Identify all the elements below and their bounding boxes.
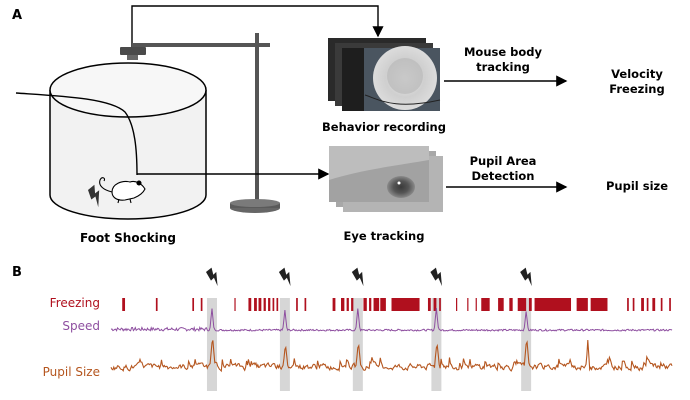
freezing-epoch: [122, 298, 126, 311]
freezing-epoch: [534, 298, 572, 311]
freezing-epoch: [192, 298, 195, 311]
freezing-epoch: [456, 298, 458, 311]
freezing-epoch: [254, 298, 257, 311]
freezing-epoch: [632, 298, 635, 311]
freezing-epoch: [509, 298, 513, 311]
setup-caption: Foot Shocking: [80, 231, 176, 245]
freezing-raster: [122, 298, 671, 311]
shock-band: [279, 298, 290, 391]
freezing-epoch: [363, 298, 367, 311]
freezing-epoch: [590, 298, 608, 311]
freezing-epoch: [433, 298, 437, 311]
body-tracking-label-1: Mouse body: [464, 45, 543, 59]
freezing-epoch: [272, 298, 275, 311]
freezing-epoch: [373, 298, 380, 311]
camera-cable-arrow: [131, 5, 384, 47]
freezing-epoch: [263, 298, 266, 311]
freezing-epoch: [258, 298, 262, 311]
freezing-epoch: [652, 298, 656, 311]
freezing-epoch: [332, 298, 336, 311]
output-velocity: Velocity: [611, 67, 663, 81]
freezing-epoch: [646, 298, 649, 311]
freezing-epoch: [439, 298, 441, 311]
lightning-bolt-icon: [430, 267, 442, 287]
fiber-cable: [15, 92, 138, 176]
freezing-epoch: [346, 298, 349, 311]
freezing-epoch: [576, 298, 588, 311]
freezing-epoch: [369, 298, 372, 311]
shock-icon: [88, 184, 100, 208]
freezing-epoch: [234, 298, 236, 311]
freezing-epoch: [660, 298, 663, 311]
freezing-epoch: [467, 298, 469, 311]
lightning-bolt-icon: [205, 267, 218, 287]
lightning-bolt-icon: [278, 267, 291, 287]
shock-bands: [206, 298, 532, 391]
freezing-epoch: [200, 298, 203, 311]
output-pupil-size: Pupil size: [606, 179, 668, 193]
arena-cylinder: [49, 62, 207, 220]
panel-a-label: A: [12, 8, 22, 23]
speed-label: Speed: [62, 319, 100, 333]
pupil-detection-label-1: Pupil Area: [470, 154, 537, 168]
freezing-epoch: [481, 298, 490, 311]
freezing-epoch: [475, 298, 477, 311]
camera-stand: [132, 33, 280, 213]
freezing-epoch: [641, 298, 644, 311]
behavior-caption: Behavior recording: [322, 120, 446, 134]
freezing-epoch: [528, 298, 532, 311]
eye-video-frames: [329, 146, 443, 212]
freezing-epoch: [427, 298, 431, 311]
behavior-video-frames: [328, 38, 441, 111]
pupil-size-trace: [110, 339, 673, 373]
freezing-epoch: [248, 298, 252, 311]
freezing-epoch: [391, 298, 420, 311]
freezing-epoch: [276, 298, 279, 311]
speed-trace: [110, 307, 673, 333]
freezing-epoch: [669, 298, 671, 311]
freezing-epoch: [498, 298, 504, 311]
shock-band: [431, 298, 442, 391]
panel-b-label: B: [12, 265, 22, 280]
freezing-epoch: [296, 298, 298, 311]
freezing-epoch: [341, 298, 345, 311]
freezing-epoch: [627, 298, 629, 311]
pupil-size-label: Pupil Size: [43, 365, 100, 379]
camera-icon: [120, 47, 146, 60]
freezing-epoch: [304, 298, 307, 311]
body-tracking-label-2: tracking: [476, 60, 530, 74]
freezing-epoch: [380, 298, 386, 311]
freezing-epoch: [155, 298, 158, 311]
mouse-icon: [99, 177, 146, 204]
shock-markers: [205, 267, 532, 287]
freezing-epoch: [351, 298, 354, 311]
eye-caption: Eye tracking: [344, 229, 425, 243]
lightning-bolt-icon: [351, 267, 364, 287]
output-freezing: Freezing: [609, 82, 664, 96]
freezing-epoch: [517, 298, 527, 311]
freezing-epoch: [268, 298, 271, 311]
shock-band: [352, 298, 363, 391]
freezing-label: Freezing: [50, 296, 100, 310]
lightning-bolt-icon: [520, 267, 532, 287]
pupil-detection-label-2: Detection: [472, 169, 535, 183]
